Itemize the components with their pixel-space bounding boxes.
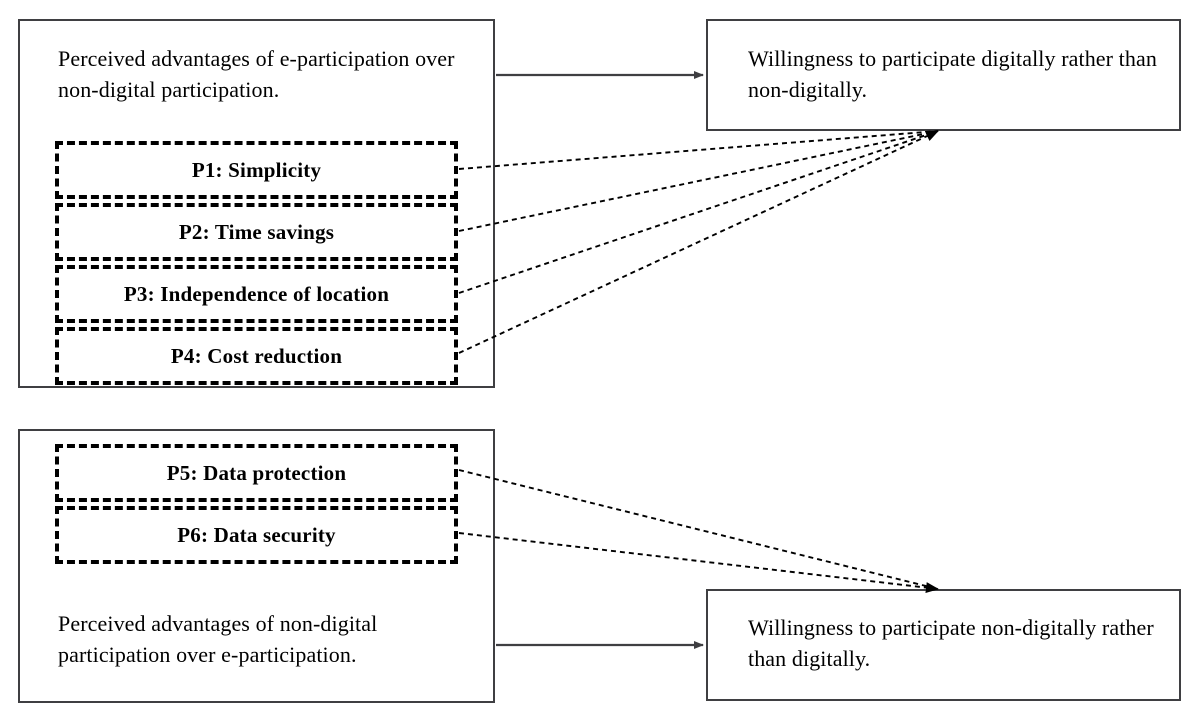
proposition-label-p3: P3: Independence of location (123, 281, 390, 306)
proposition-box-p2[interactable]: P2: Time savings (55, 203, 458, 261)
proposition-box-p3[interactable]: P3: Independence of location (55, 265, 458, 323)
proposition-box-p6[interactable]: P6: Data security (55, 506, 458, 564)
box-willingness-digital (706, 19, 1181, 131)
box-perceived-advantages-digital-caption: Perceived advantages of e-participation … (58, 46, 455, 103)
proposition-label-p1: P1: Simplicity (191, 157, 322, 182)
proposition-box-p1[interactable]: P1: Simplicity (55, 141, 458, 199)
proposition-box-p5[interactable]: P5: Data protection (55, 444, 458, 502)
box-willingness-non-digital (706, 589, 1181, 701)
proposition-label-p2: P2: Time savings (178, 219, 335, 244)
arrow-dotted-p4 (458, 130, 939, 354)
arrow-dotted-p1 (458, 130, 939, 170)
proposition-box-p4[interactable]: P4: Cost reduction (55, 327, 458, 385)
box-willingness-non-digital-caption: Willingness to participate non-digitally… (748, 615, 1154, 672)
box-perceived-advantages-non-digital-caption: Perceived advantages of non-digital part… (58, 611, 378, 668)
proposition-label-p4: P4: Cost reduction (170, 343, 343, 368)
arrow-dotted-p6 (458, 532, 939, 594)
box-willingness-digital-caption: Willingness to participate digitally rat… (748, 46, 1157, 103)
arrow-dotted-p5 (458, 469, 939, 590)
arrow-dotted-p2 (458, 130, 939, 232)
arrow-dotted-p3 (458, 130, 939, 294)
proposition-label-p5: P5: Data protection (166, 460, 347, 485)
proposition-label-p6: P6: Data security (177, 522, 336, 547)
